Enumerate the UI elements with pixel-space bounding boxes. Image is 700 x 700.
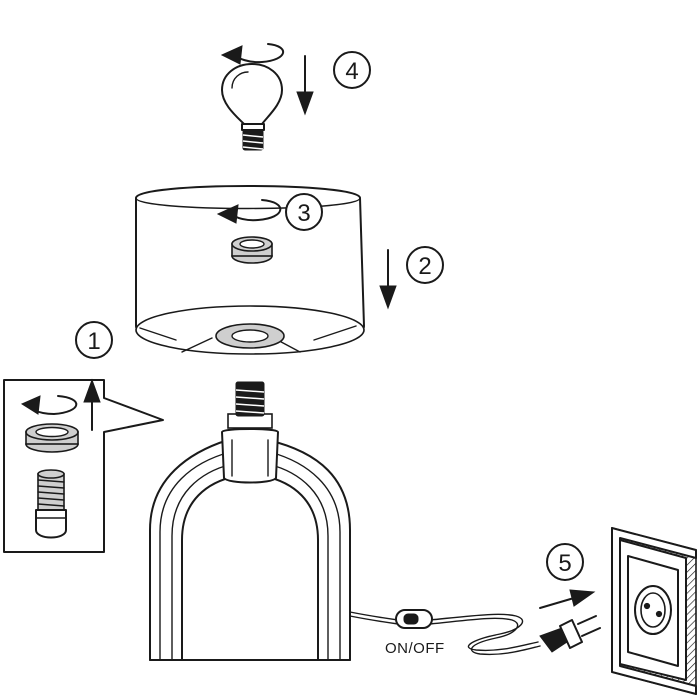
- bulb-icon: [221, 63, 283, 151]
- step-5-number: 5: [558, 550, 571, 577]
- switch-icon: [395, 609, 433, 629]
- rotate-arrow-icon: [20, 395, 78, 415]
- down-arrow-icon: [379, 249, 397, 310]
- lamp-shade: [135, 185, 365, 355]
- step-2-circle: [406, 246, 444, 284]
- shade-socket-ring: [231, 236, 273, 264]
- step-3-circle: [285, 193, 323, 231]
- right-arrow-icon: [539, 589, 596, 609]
- down-arrow-icon: [296, 55, 314, 116]
- up-arrow-icon: [83, 378, 101, 431]
- rotate-arrow-icon: [216, 199, 282, 224]
- base-lamp-holder: [227, 381, 273, 429]
- step-4-number: 4: [345, 58, 358, 85]
- socket-ring: [25, 423, 79, 453]
- rotate-arrow-icon: [220, 43, 284, 65]
- lamp-base: [149, 428, 351, 661]
- step-5-circle: [546, 543, 584, 581]
- plug-icon: [539, 615, 601, 653]
- wall-outlet-icon: [611, 526, 697, 696]
- switch-label: ON/OFF: [385, 640, 445, 657]
- step-4-circle: [333, 51, 371, 89]
- power-cord: [349, 611, 541, 656]
- step-1-number: 1: [87, 328, 100, 355]
- lamp-holder: [35, 469, 67, 539]
- step-3-number: 3: [297, 200, 310, 227]
- step-2-number: 2: [418, 253, 431, 280]
- bulb-group: 4: [220, 43, 371, 151]
- detail-callout: [3, 378, 164, 553]
- step-1-circle: [75, 321, 113, 359]
